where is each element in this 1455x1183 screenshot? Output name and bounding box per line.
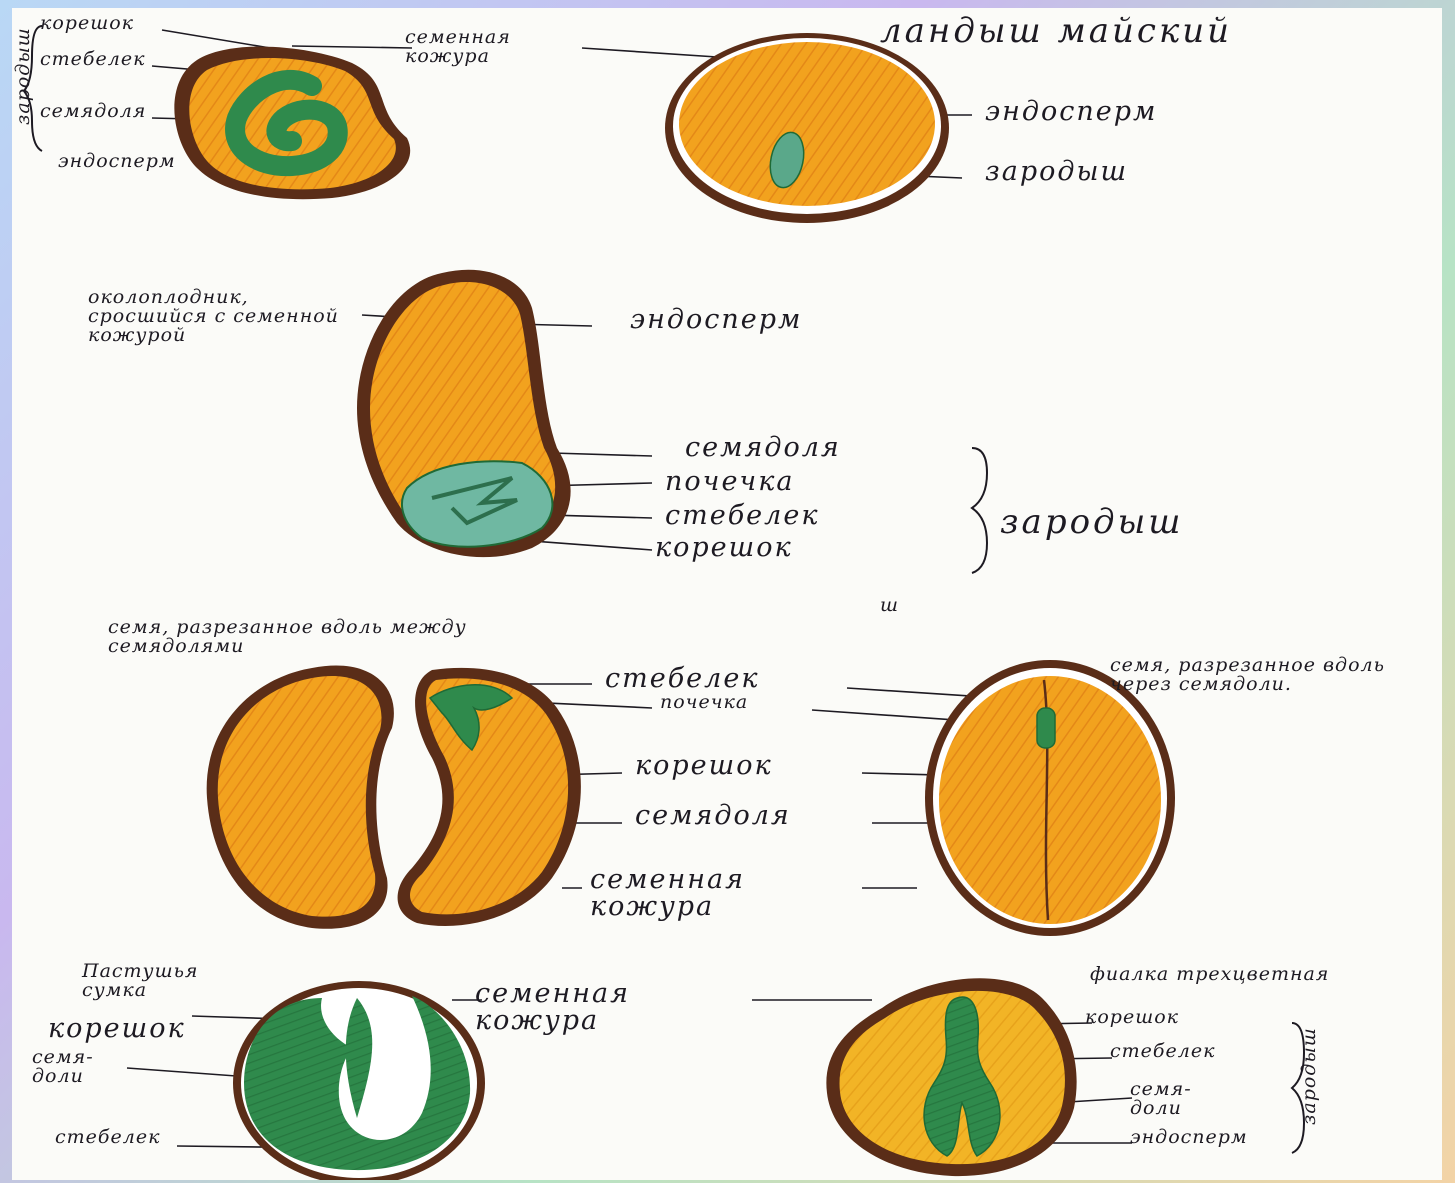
fig3-cotyledon-label: семядоля [685, 434, 841, 461]
fig6-seed [826, 978, 1076, 1176]
fig5-caption: Пастушья сумка [82, 962, 222, 1000]
fig2-seed [665, 33, 949, 223]
fig1-endosperm-label: эндосперм [58, 152, 176, 171]
fig1-coat-label: семенная кожура [405, 28, 585, 66]
fig5-coat-label: семенная кожура [475, 980, 735, 1034]
fig5-seed [233, 981, 485, 1180]
fig3-grain [357, 270, 571, 557]
fig6-caption: фиалка трехцветная [1090, 965, 1380, 984]
fig6-cotyledon-label: семя-доли [1130, 1080, 1220, 1118]
fig3-endosperm-label: эндосперм [630, 306, 802, 333]
fig4-cotyledon-label: семядоля [635, 802, 791, 829]
fig6-endosperm-label: эндосперм [1130, 1128, 1248, 1147]
fig4-caption-right: семя, разрезанное вдоль через семядоли. [1110, 656, 1440, 694]
fig4-root-label: корешок [635, 752, 773, 779]
fig5-cotyledon-label: семя-доли [32, 1048, 112, 1086]
fig3-stem-label: стебелек [665, 502, 819, 529]
fig1-embryo-group-label: зародыш [14, 27, 33, 125]
fig4-bud-label: почечка [660, 693, 748, 712]
fig5-root-label: корешок [48, 1015, 186, 1042]
fig4-split-seed [207, 665, 581, 928]
fig3-bud-label: почечка [665, 468, 794, 495]
fig1-root-label: корешок [40, 14, 134, 33]
fig6-root-label: корешок [1085, 1008, 1179, 1027]
fig3-root-label: корешок [655, 534, 793, 561]
title: ландыш майский [880, 14, 1232, 48]
fig4-coat-label: семенная кожура [590, 866, 840, 920]
fig3-pericarp-label: околоплодник, сросшийся с семенной кожур… [88, 288, 348, 345]
fig1-stem-label: стебелек [40, 50, 145, 69]
fig2-endosperm-label: эндосперм [985, 98, 1157, 125]
fig1-cotyledon-label: семядоля [40, 102, 146, 121]
fig1-seed [174, 47, 410, 200]
fig6-embryo-group-label: зародыш [1300, 1027, 1319, 1125]
fig5-stem-label: стебелек [55, 1128, 160, 1147]
fig4-stem-label: стебелек [605, 665, 759, 692]
fig4-cut-seed [925, 660, 1175, 936]
fig6-stem-label: стебелек [1110, 1042, 1215, 1061]
fig4-caption-left: семя, разрезанное вдоль между семядолями [108, 618, 508, 656]
fig3-mark: ш [880, 596, 899, 615]
fig3-embryo-group-label: зародыш [1000, 505, 1184, 539]
fig2-embryo-label: зародыш [985, 158, 1128, 185]
